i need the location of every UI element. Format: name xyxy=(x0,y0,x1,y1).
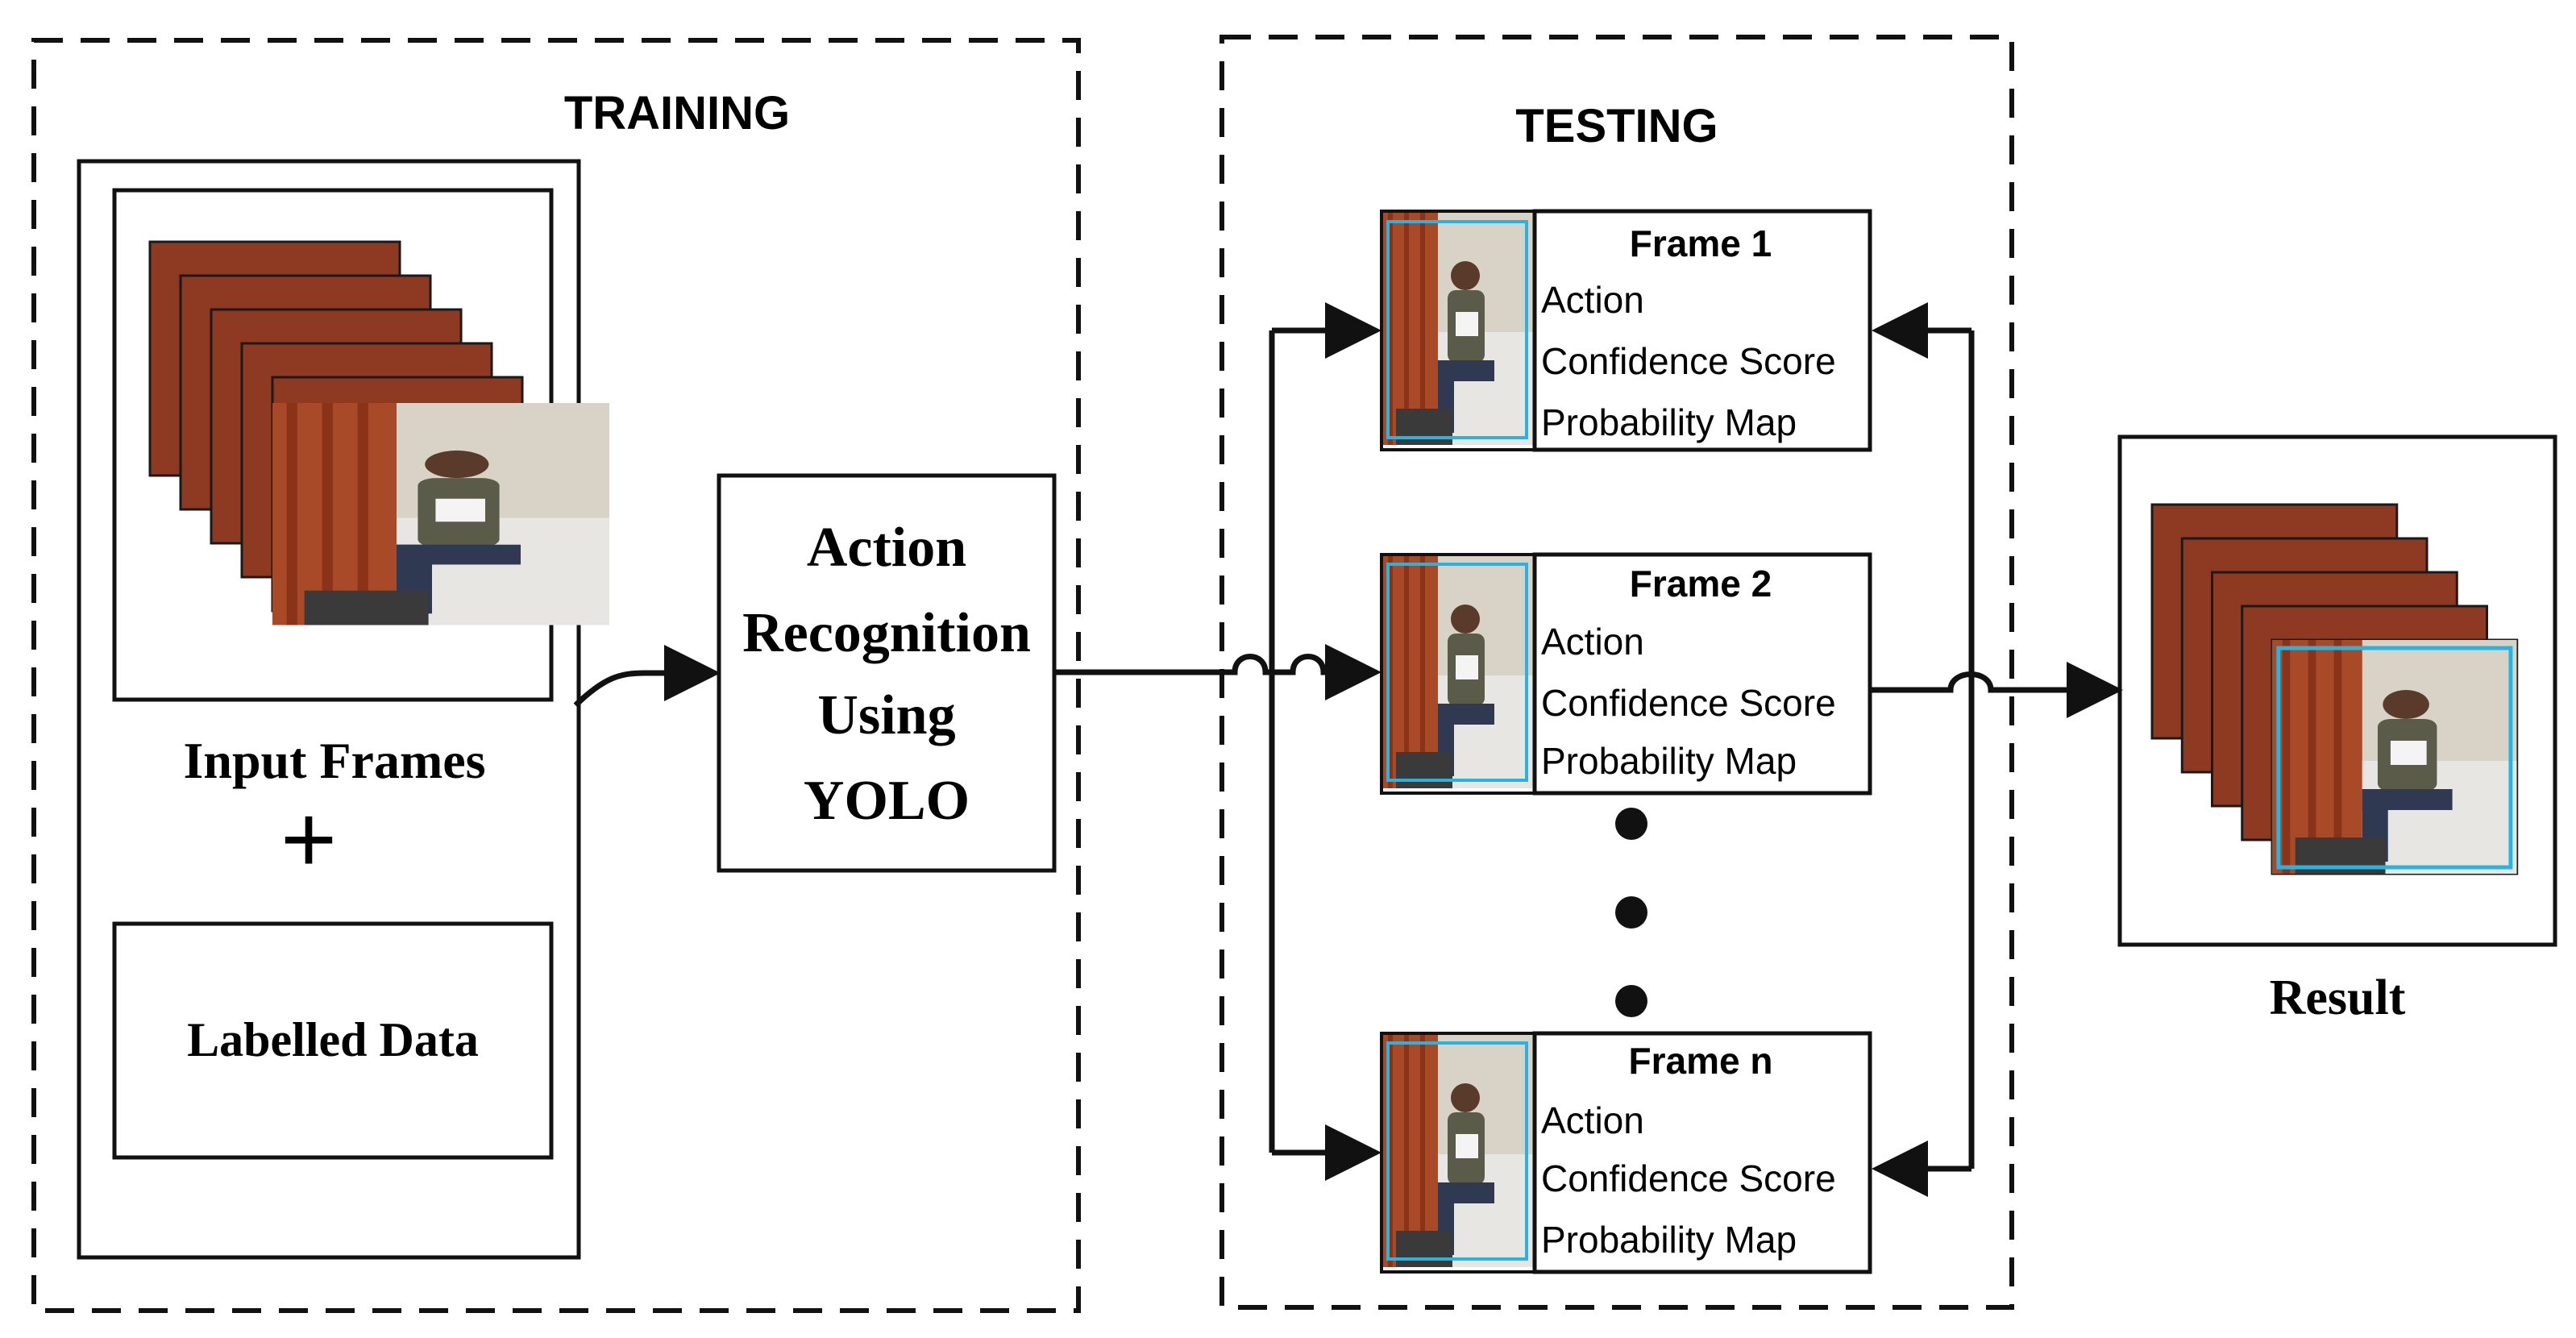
ellipsis-dot-3 xyxy=(1615,985,1647,1017)
yolo-box xyxy=(717,473,1057,873)
frame-2-confidence: Confidence Score xyxy=(1541,682,1836,724)
frame-n-thumbnail xyxy=(1381,1033,1535,1267)
plus-icon: + xyxy=(280,785,337,893)
frame-2-probability: Probability Map xyxy=(1541,740,1797,782)
frame-n-info-box xyxy=(1532,1031,1872,1274)
frame-n-bbox xyxy=(1386,1041,1528,1261)
frame-card-1: Frame 1 Action Confidence Score Probabil… xyxy=(1380,209,1872,452)
frame-1-title: Frame 1 xyxy=(1630,222,1772,264)
training-panel xyxy=(31,38,1081,1313)
result-box xyxy=(2117,434,2557,947)
result-label: Result xyxy=(2270,970,2406,1025)
ellipsis-dot-1 xyxy=(1615,808,1647,840)
input-frames-stack-icon xyxy=(148,240,609,625)
frame-n-confidence: Confidence Score xyxy=(1541,1157,1836,1199)
frame-n-probability: Probability Map xyxy=(1541,1219,1797,1261)
input-frames-label: Input Frames xyxy=(183,732,485,789)
yolo-line3: Using xyxy=(817,684,955,746)
frame-card-n: Frame n Action Confidence Score Probabil… xyxy=(1380,1031,1872,1274)
result-frames-stack-icon xyxy=(2150,503,2519,875)
connector-yolo-out xyxy=(1054,654,1272,675)
frame-1-thumbnail xyxy=(1381,211,1535,445)
frame-2-info-box xyxy=(1532,552,1872,796)
frame-1-probability: Probability Map xyxy=(1541,401,1797,443)
yolo-line2: Recognition xyxy=(742,602,1031,664)
arrow-to-result xyxy=(1870,662,2123,718)
arrow-training-to-yolo xyxy=(573,645,721,708)
frame-1-action: Action xyxy=(1541,279,1644,321)
frame-1-bbox xyxy=(1386,220,1528,439)
frame-2-action: Action xyxy=(1541,621,1644,663)
labelled-data-box xyxy=(112,921,554,1160)
frame-1-confidence: Confidence Score xyxy=(1541,340,1836,382)
frame-2-bbox xyxy=(1386,563,1528,782)
ellipsis-dot-2 xyxy=(1615,896,1647,929)
yolo-line4: YOLO xyxy=(804,770,970,832)
testing-title: TESTING xyxy=(1515,100,1718,152)
training-inner-box xyxy=(77,159,581,1260)
frame-2-title: Frame 2 xyxy=(1630,563,1772,605)
yolo-line1: Action xyxy=(807,517,966,579)
training-title: TRAINING xyxy=(564,87,790,139)
frame-2-thumbnail xyxy=(1381,555,1535,788)
arrow-to-frame-2 xyxy=(1272,644,1381,700)
labelled-data-label: Labelled Data xyxy=(187,1013,479,1066)
frame-n-action: Action xyxy=(1541,1099,1644,1141)
frame-card-2: Frame 2 Action Confidence Score Probabil… xyxy=(1380,552,1872,796)
frame-n-title: Frame n xyxy=(1629,1040,1773,1082)
